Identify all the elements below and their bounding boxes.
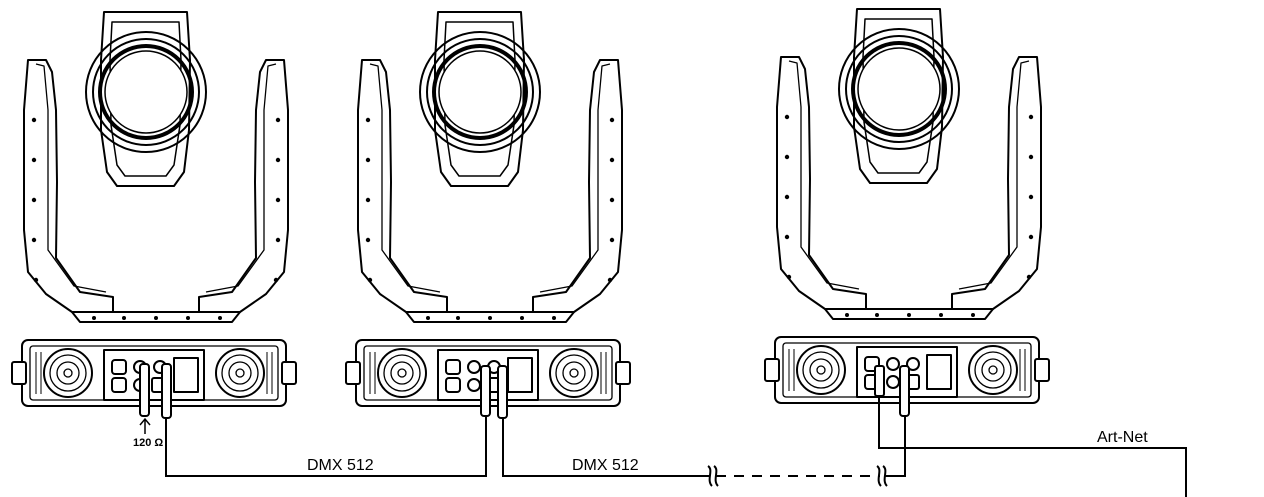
cable-break-left: [707, 465, 719, 487]
terminator-label: 120 Ω: [133, 437, 163, 449]
dmx-plug-fixture-2-out: [497, 365, 508, 419]
moving-head-fixture-1: [10, 10, 298, 408]
cable-break-right: [876, 465, 888, 487]
artnet-cable: [878, 396, 1187, 497]
dmx-cable-2: [502, 418, 710, 477]
terminator-arrow: [139, 417, 151, 434]
moving-head-fixture-3: [763, 7, 1051, 405]
moving-head-fixture-2: [344, 10, 632, 408]
dmx-cable-1: [165, 416, 487, 477]
dmx-label-right: DMX 512: [572, 457, 639, 474]
terminator-plug: [139, 363, 150, 417]
artnet-plug: [874, 365, 885, 397]
dmx-label-left: DMX 512: [307, 457, 374, 474]
dmx-plug-fixture-1: [161, 363, 172, 419]
dmx-plug-fixture-3: [899, 365, 910, 417]
dmx-plug-fixture-2-in: [480, 365, 491, 417]
artnet-label: Art-Net: [1097, 429, 1148, 446]
